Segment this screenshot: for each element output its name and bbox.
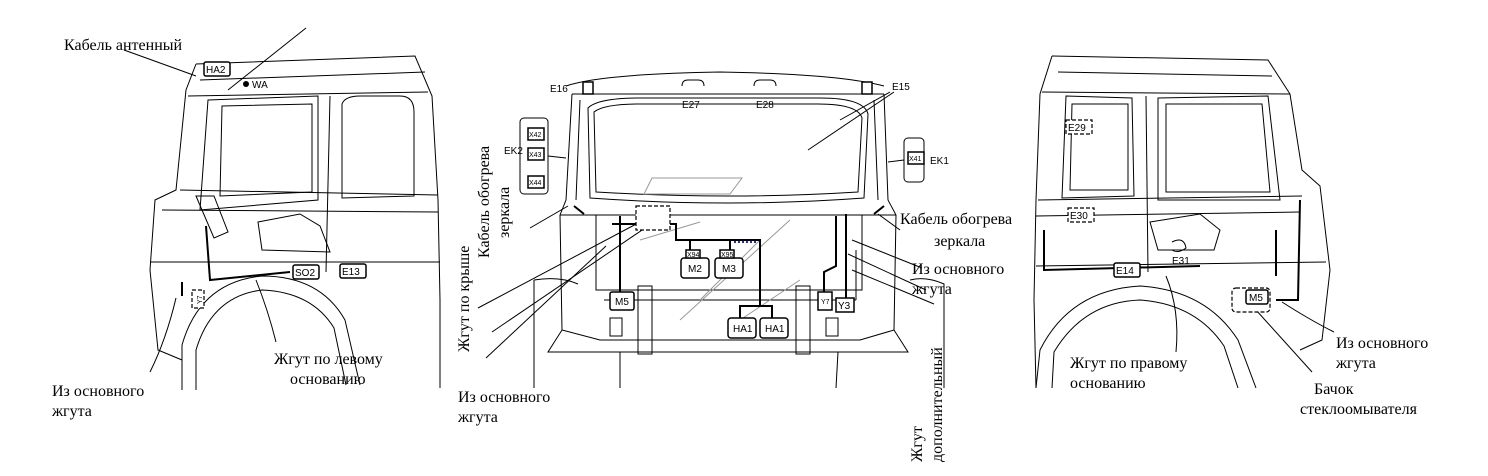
antenna-cable-label: Кабель антенный: [64, 37, 183, 54]
front-main-harness-label: Из основного жгута: [457, 389, 554, 426]
x-conn-3-label: X42: [529, 132, 542, 139]
extra-harness-line-1: Жгут: [909, 426, 926, 462]
front-right-main-harness-label: Из основного жгута: [911, 261, 1008, 298]
e27-label: E27: [682, 100, 700, 111]
ek2-label: EK2: [504, 146, 523, 157]
e31-label: E31: [1172, 256, 1190, 267]
left-main-harness-label: Из основного жгута: [51, 383, 148, 420]
y7-left-label: Y7: [197, 295, 204, 304]
right-cab-view: E29 E30 E14 E31 M5: [1033, 55, 1335, 389]
front-right-main-harness-line-1: Из основного: [912, 261, 1004, 278]
e14-label: E14: [1116, 266, 1134, 277]
washer-tank-label: Бачок стеклоомывателя: [1300, 381, 1418, 418]
ha1-a-label: HA1: [733, 324, 753, 335]
front-main-harness-line-2: жгута: [457, 409, 498, 426]
mirror-heat-cable-vert-line-2: зеркала: [496, 187, 513, 238]
right-base-harness-line-1: Жгут по правому: [1070, 355, 1187, 372]
ha1-b-label: HA1: [765, 324, 785, 335]
m2-label: M2: [688, 264, 702, 275]
left-main-harness-line-2: жгута: [51, 403, 92, 420]
washer-tank-line-2: стеклоомывателя: [1300, 401, 1418, 418]
e16-label: E16: [550, 84, 568, 95]
right-base-harness-label: Жгут по правому основанию: [1070, 355, 1191, 392]
mirror-heat-cable-right-line-2: зеркала: [934, 233, 985, 250]
extra-harness-label: Жгут дополнительный: [909, 347, 946, 462]
front-cab-view: M4 M2 M3 X94 X95 M5 HA1 HA1 Y7 Y3 X42 X4…: [477, 71, 949, 389]
right-main-harness-line-1: Из основного: [1336, 335, 1428, 352]
mirror-heat-cable-right-label: Кабель обогрева зеркала: [900, 211, 1016, 250]
m5-front-label: M5: [615, 297, 629, 308]
x-conn-5-label: X44: [529, 180, 542, 187]
ek1-label: EK1: [930, 156, 949, 167]
right-base-harness-line-2: основанию: [1070, 375, 1146, 392]
e29-label: E29: [1068, 123, 1086, 134]
front-right-main-harness-line-2: жгута: [911, 281, 952, 298]
mirror-heat-cable-vert-label: Кабель обогрева зеркала: [476, 142, 513, 258]
s02-label: SO2: [295, 268, 315, 279]
washer-tank-line-1: Бачок: [1314, 381, 1354, 398]
y3-label: Y3: [838, 301, 851, 312]
front-main-harness-line-1: Из основного: [458, 389, 550, 406]
left-base-harness-line-1: Жгут по левому: [274, 351, 383, 368]
ha2-label: HA2: [206, 65, 226, 76]
x-conn-1-label: X94: [687, 252, 700, 259]
e28-label: E28: [756, 100, 774, 111]
roof-harness-label: Жгут по крыше: [456, 246, 473, 352]
e30-label: E30: [1070, 211, 1088, 222]
left-base-harness-label: Жгут по левому основанию: [274, 351, 387, 388]
e13-label: E13: [342, 267, 360, 278]
x-conn-2-label: X95: [721, 252, 734, 259]
e15-label: E15: [892, 82, 910, 93]
right-main-harness-label: Из основного жгута: [1335, 335, 1432, 372]
m5-right-label: M5: [1249, 293, 1263, 304]
left-base-harness-line-2: основанию: [290, 371, 366, 388]
extra-harness-line-2: дополнительный: [929, 347, 946, 462]
mirror-heat-cable-right-line-1: Кабель обогрева: [900, 211, 1012, 228]
left-main-harness-line-1: Из основного: [52, 383, 144, 400]
mirror-heat-cable-vert-line-1: Кабель обогрева: [476, 146, 493, 258]
y7-front-label: Y7: [821, 299, 830, 306]
x-conn-4-label: X43: [529, 152, 542, 159]
x-conn-6-label: X41: [909, 156, 922, 163]
m3-label: M3: [722, 264, 736, 275]
wa-label: WA: [252, 80, 268, 91]
left-cab-view: HA2 WA SO2 E13 Y7: [123, 27, 441, 390]
right-main-harness-line-2: жгута: [1335, 355, 1376, 372]
